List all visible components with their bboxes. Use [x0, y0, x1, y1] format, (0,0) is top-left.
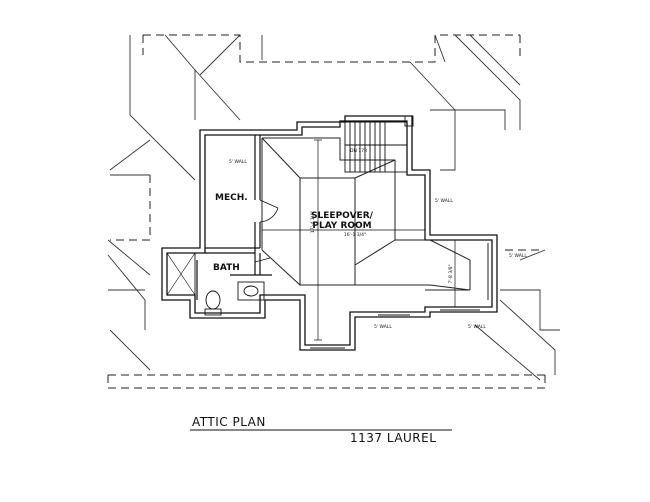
room-label-sleepover-2: PLAY ROOM [312, 221, 371, 231]
toilet-tank [204, 308, 222, 316]
wall-note-east: 5' WALL [435, 198, 453, 204]
drawing-address: 1137 LAUREL [350, 431, 436, 445]
room-label-mech: MECH. [215, 193, 248, 203]
dimension-room-depth: 17'-4 1/4" [310, 211, 316, 233]
stair [344, 115, 414, 173]
dimension-room-width: 16'-1 3/4" [344, 232, 366, 238]
shower [166, 252, 196, 296]
room-label-bath: BATH [213, 263, 240, 273]
wall-note-bottom-left: 5' WALL [374, 324, 392, 330]
wall-note-right: 5' WALL [509, 253, 527, 259]
windows [310, 309, 480, 349]
toilet-bowl [205, 290, 221, 310]
roof-overhang-lines [107, 34, 546, 389]
dimension-alcove-depth: 7'-8 3/8" [448, 264, 454, 283]
roof-hip-lines [107, 34, 560, 381]
drawing-title: ATTIC PLAN [192, 415, 266, 429]
wall-note-bottom-right: 5' WALL [468, 324, 486, 330]
mech-door [254, 199, 279, 263]
dimension-lines [261, 139, 459, 341]
room-label-sleepover-1: SLEEPOVER/ [311, 211, 374, 221]
wall-note-mech: 5' WALL [229, 159, 247, 165]
sink [243, 285, 259, 297]
stair-label: DN 17R [350, 148, 367, 154]
interior-walls [196, 135, 272, 300]
vanity [237, 281, 265, 301]
bath-fixtures [166, 252, 265, 316]
